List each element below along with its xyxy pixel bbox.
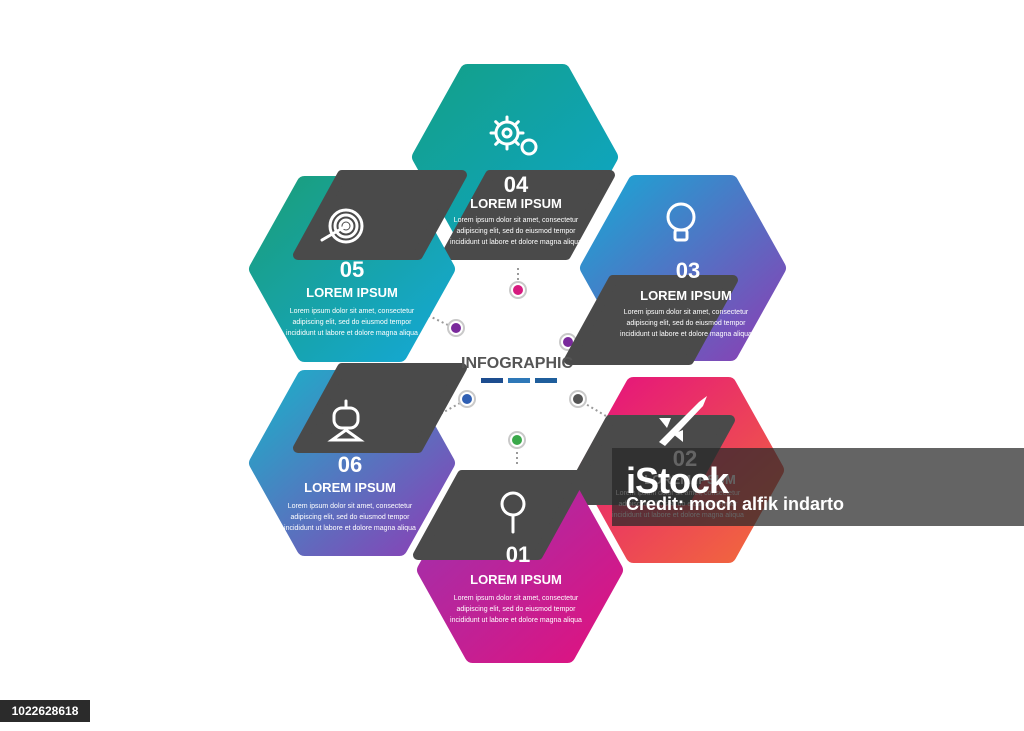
segment-number: 06 (338, 452, 362, 477)
segment-number: 01 (506, 542, 530, 567)
center-bar-2 (508, 378, 530, 383)
watermark-logo: iStock (626, 460, 729, 501)
connector-dot (573, 394, 583, 404)
watermark-bar (612, 448, 1024, 526)
center-group: INFOGRAPHIC (461, 355, 573, 383)
segment-body-line: Lorem ipsum dolor sit amet, consectetur (288, 503, 413, 510)
connector-dot (563, 337, 573, 347)
center-bar-1 (481, 378, 503, 383)
connector-line (583, 402, 607, 417)
segment-dark-panel (441, 170, 615, 260)
segment-body-line: adipiscing elit, sed do eiusmod tempor (626, 320, 746, 327)
rocket-icon (659, 396, 707, 446)
segment-number: 03 (676, 258, 700, 283)
segment-title: LOREM IPSUM (470, 196, 562, 211)
segment-title: LOREM IPSUM (306, 285, 398, 300)
segment-body-line: Lorem ipsum dolor sit amet, consectetur (290, 308, 415, 315)
connector-dot (513, 285, 523, 295)
segment-body-line: incididunt ut labore et dolore magna ali… (286, 330, 418, 337)
segment-body-line: adipiscing elit, sed do eiusmod tempor (290, 514, 410, 521)
target-icon (320, 208, 364, 244)
segment-body-line: adipiscing elit, sed do eiusmod tempor (456, 228, 576, 235)
connector-dot (451, 323, 461, 333)
segment-body-line: incididunt ut labore et dolore magna ali… (284, 525, 416, 532)
connector-dot (512, 435, 522, 445)
center-bar-3 (535, 378, 557, 383)
segment-body-line: Lorem ipsum dolor sit amet, consectetur (624, 309, 749, 316)
center-title: INFOGRAPHIC (461, 355, 573, 372)
segment-number: 05 (340, 257, 364, 282)
segment-body-line: incididunt ut labore et dolore magna ali… (450, 239, 582, 246)
lightbulb-icon (666, 202, 696, 242)
segment-body-line: Lorem ipsum dolor sit amet, consectetur (454, 217, 579, 224)
segment-title: LOREM IPSUM (640, 288, 732, 303)
segment-body-line: incididunt ut labore et dolore magna ali… (620, 331, 752, 338)
segment-body-line: adipiscing elit, sed do eiusmod tempor (292, 319, 412, 326)
gears-icon (489, 115, 538, 156)
segment-dark-panel (564, 275, 738, 365)
robot-icon (327, 399, 365, 442)
connector-dot (462, 394, 472, 404)
segment-title: LOREM IPSUM (470, 572, 562, 587)
segment-body-line: incididunt ut labore et dolore magna ali… (450, 617, 582, 624)
magnifier-icon (500, 491, 526, 534)
segment-body-line: Lorem ipsum dolor sit amet, consectetur (454, 595, 579, 602)
watermark-credit: Credit: moch alfik indarto (626, 494, 845, 514)
segment-number: 04 (504, 172, 529, 197)
stock-id-badge: 1022628618 (0, 700, 90, 722)
segment-dark-panel (413, 470, 587, 560)
segment-body-line: adipiscing elit, sed do eiusmod tempor (456, 606, 576, 613)
segment-title: LOREM IPSUM (304, 480, 396, 495)
